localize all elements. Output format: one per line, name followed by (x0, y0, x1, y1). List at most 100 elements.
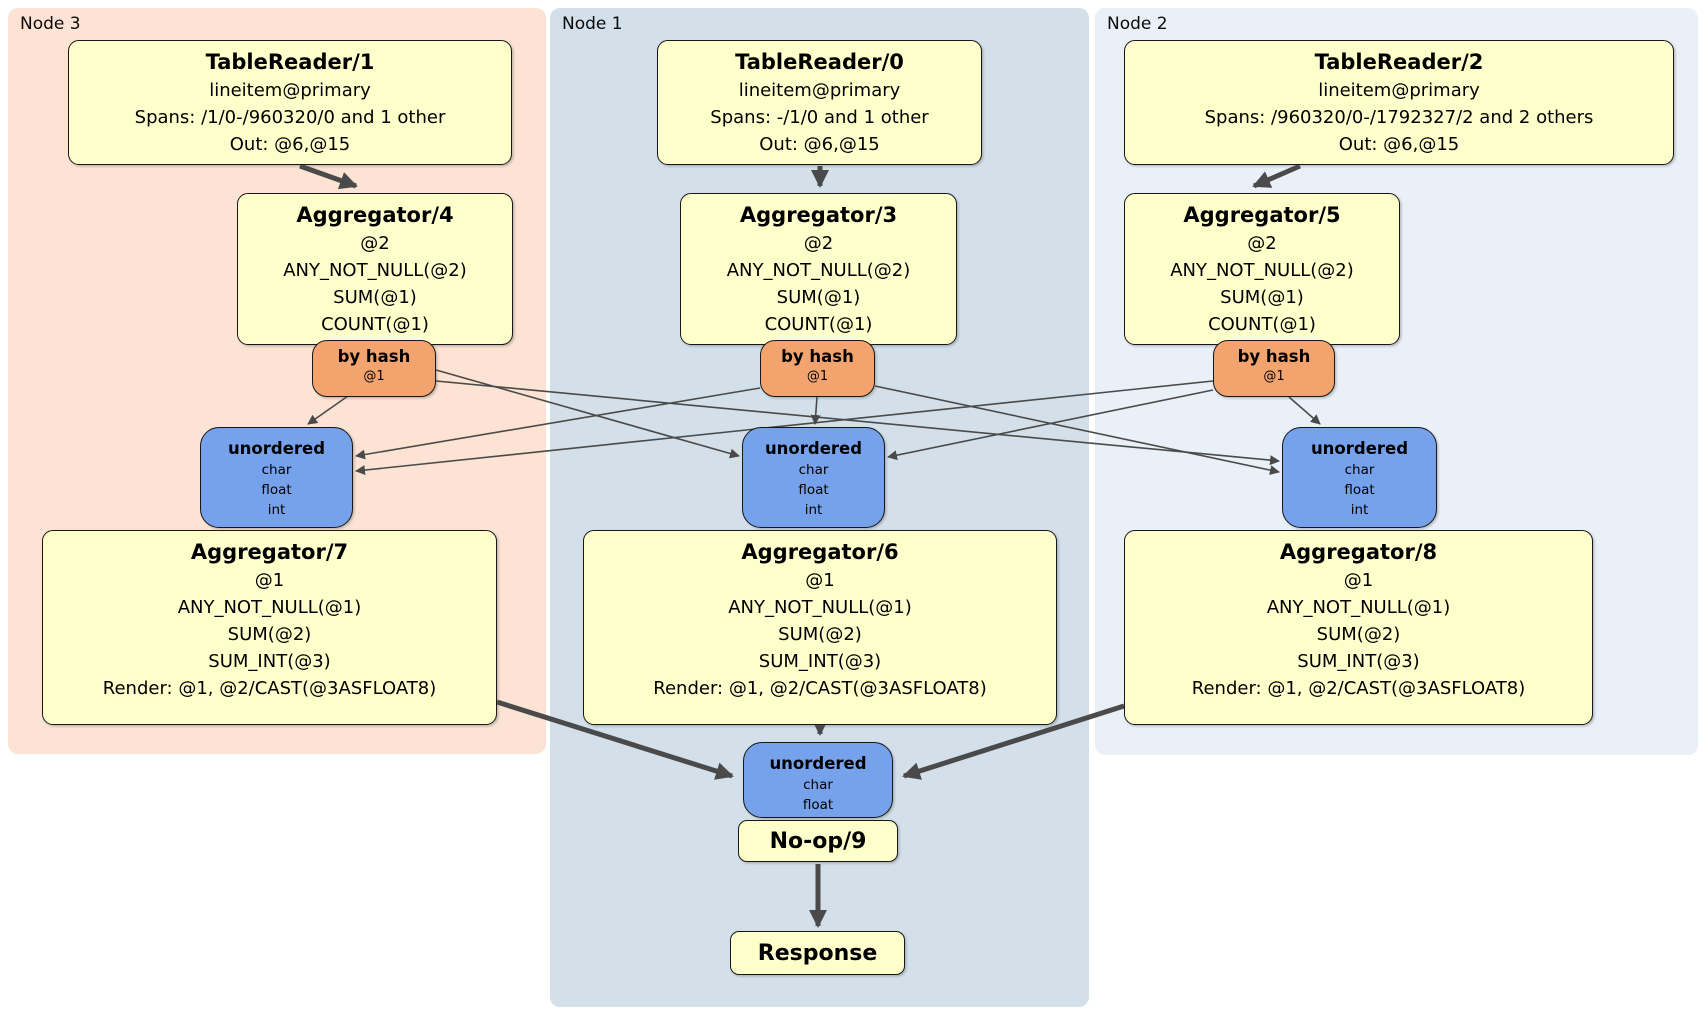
processor-detail: SUM(@2) (1316, 624, 1401, 645)
processor-aggregator-7: Aggregator/7 @1 ANY_NOT_NULL(@1) SUM(@2)… (42, 530, 497, 725)
processor-aggregator-5: Aggregator/5 @2 ANY_NOT_NULL(@2) SUM(@1)… (1124, 193, 1400, 345)
processor-noop-9: No-op/9 (738, 820, 898, 862)
processor-detail: ANY_NOT_NULL(@1) (177, 597, 362, 618)
sync-unordered-final: unordered char float (743, 742, 893, 818)
processor-detail: @1 (805, 570, 835, 591)
processor-detail: SUM_INT(@3) (208, 651, 331, 672)
sync-column: float (802, 797, 834, 813)
sync-title: unordered (1310, 439, 1409, 458)
processor-detail: @2 (803, 233, 834, 254)
processor-detail: Out: @6,@15 (1338, 134, 1460, 155)
processor-title: Aggregator/6 (741, 540, 899, 564)
node-panel-2-label: Node 2 (1107, 14, 1168, 34)
router-by-hash-node1: by hash @1 (760, 340, 875, 397)
router-by-hash-node2: by hash @1 (1213, 340, 1335, 397)
processor-tablereader-1: TableReader/1 lineitem@primary Spans: /1… (68, 40, 512, 165)
processor-aggregator-6: Aggregator/6 @1 ANY_NOT_NULL(@1) SUM(@2)… (583, 530, 1057, 725)
response-box: Response (730, 931, 905, 975)
router-key: @1 (363, 369, 385, 384)
sync-column: int (1350, 502, 1369, 518)
processor-detail: SUM(@2) (778, 624, 862, 645)
sync-column: char (803, 777, 833, 793)
processor-title: Aggregator/3 (739, 203, 898, 227)
sync-column: int (267, 502, 286, 518)
processor-title: Aggregator/7 (190, 540, 349, 564)
edge-hash3-to-sync2 (435, 380, 1280, 466)
processor-detail: Out: @6,@15 (759, 134, 880, 155)
processor-title: TableReader/1 (205, 50, 375, 74)
sync-unordered-node1: unordered char float int (742, 427, 885, 528)
processor-detail: ANY_NOT_NULL(@1) (1266, 597, 1451, 618)
edge-aggregator8-to-final-sync (902, 703, 1125, 780)
processor-detail: ANY_NOT_NULL(@1) (728, 597, 912, 618)
processor-detail: @2 (360, 233, 390, 254)
edge-hash2-to-sync3 (355, 380, 1214, 476)
processor-detail: ANY_NOT_NULL(@2) (1170, 260, 1354, 281)
processor-detail: Render: @1, @2/CAST(@3ASFLOAT8) (653, 678, 987, 699)
edge-tablereader2-to-aggregator5 (1252, 163, 1301, 189)
processor-detail: ANY_NOT_NULL(@2) (283, 260, 467, 281)
processor-detail: SUM(@2) (227, 624, 312, 645)
edge-hash1-to-sync2 (874, 385, 1280, 476)
processor-detail: SUM_INT(@3) (1297, 651, 1420, 672)
processor-detail: @1 (254, 570, 285, 591)
processor-detail: SUM(@1) (1220, 287, 1304, 308)
router-key: @1 (1263, 369, 1285, 384)
processor-title: Aggregator/4 (296, 203, 454, 227)
sync-column: char (798, 462, 829, 478)
processor-detail: COUNT(@1) (321, 314, 429, 335)
processor-detail: Spans: /960320/0-/1792327/2 and 2 others (1204, 107, 1594, 128)
processor-detail: SUM_INT(@3) (758, 651, 882, 672)
router-title: by hash (1237, 347, 1311, 366)
edge-hash3-to-sync1 (435, 369, 740, 459)
sync-column: float (798, 482, 829, 498)
processor-detail: lineitem@primary (209, 80, 371, 101)
processor-detail: Out: @6,@15 (229, 134, 351, 155)
node-panel-1-label: Node 1 (562, 14, 623, 34)
processor-detail: COUNT(@1) (764, 314, 873, 335)
edge-hash1-to-sync3 (355, 387, 761, 460)
processor-detail: COUNT(@1) (1208, 314, 1316, 335)
processor-title: No-op/9 (769, 828, 867, 854)
sync-unordered-node3: unordered char float int (200, 427, 353, 528)
router-by-hash-node3: by hash @1 (312, 340, 436, 397)
processor-aggregator-4: Aggregator/4 @2 ANY_NOT_NULL(@2) SUM(@1)… (237, 193, 513, 345)
processor-tablereader-2: TableReader/2 lineitem@primary Spans: /9… (1124, 40, 1674, 165)
edge-tablereader1-to-aggregator4 (299, 163, 358, 190)
sync-column: char (261, 462, 292, 478)
processor-detail: Render: @1, @2/CAST(@3ASFLOAT8) (1191, 678, 1526, 699)
edge-hash2-to-sync2 (1288, 396, 1321, 425)
processor-title: Aggregator/8 (1279, 540, 1438, 564)
sync-column: char (1344, 462, 1375, 478)
edge-hash3-to-sync3 (307, 395, 349, 425)
sync-column: int (804, 502, 823, 518)
processor-detail: lineitem@primary (1318, 80, 1480, 101)
sync-title: unordered (769, 754, 867, 773)
router-key: @1 (806, 369, 829, 384)
response-title: Response (757, 940, 878, 966)
sync-column: float (1344, 482, 1375, 498)
processor-detail: ANY_NOT_NULL(@2) (726, 260, 911, 281)
sync-title: unordered (764, 439, 863, 458)
processor-detail: SUM(@1) (776, 287, 861, 308)
edge-hash2-to-sync1 (887, 389, 1214, 461)
router-title: by hash (781, 347, 854, 366)
edge-aggregator7-to-final-sync (496, 699, 734, 780)
processor-aggregator-8: Aggregator/8 @1 ANY_NOT_NULL(@1) SUM(@2)… (1124, 530, 1593, 725)
processor-aggregator-3: Aggregator/3 @2 ANY_NOT_NULL(@2) SUM(@1)… (680, 193, 957, 345)
processor-detail: @2 (1247, 233, 1277, 254)
processor-detail: @1 (1343, 570, 1374, 591)
processor-title: Aggregator/5 (1183, 203, 1341, 227)
edge-hash1-to-sync1 (810, 396, 821, 425)
processor-detail: Render: @1, @2/CAST(@3ASFLOAT8) (102, 678, 437, 699)
processor-detail: lineitem@primary (738, 80, 901, 101)
sync-column: float (261, 482, 292, 498)
processor-title: TableReader/2 (1314, 50, 1484, 74)
processor-title: TableReader/0 (735, 50, 904, 74)
processor-tablereader-0: TableReader/0 lineitem@primary Spans: -/… (657, 40, 982, 165)
sync-unordered-node2: unordered char float int (1282, 427, 1437, 528)
sync-title: unordered (227, 439, 326, 458)
processor-detail: Spans: -/1/0 and 1 other (710, 107, 929, 128)
processor-detail: Spans: /1/0-/960320/0 and 1 other (134, 107, 446, 128)
